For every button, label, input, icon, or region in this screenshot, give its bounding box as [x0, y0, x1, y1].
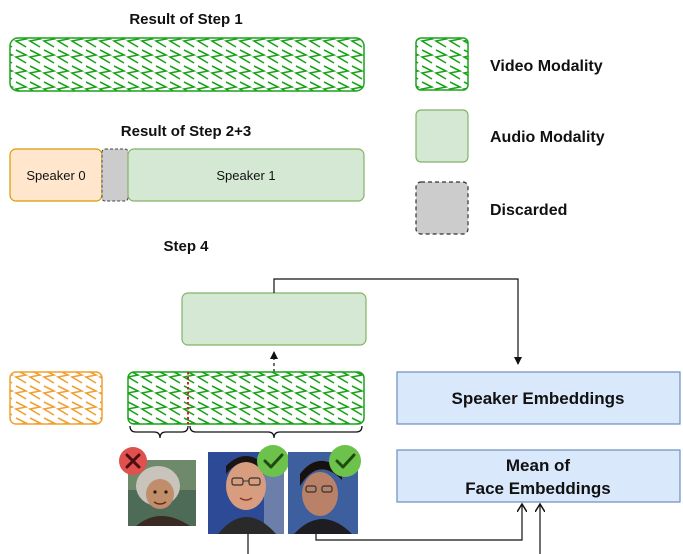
speaker0-label: Speaker 0 — [26, 168, 85, 183]
legend-discarded-swatch — [415, 181, 469, 235]
step23-title: Result of Step 2+3 — [121, 123, 251, 140]
step1-title: Result of Step 1 — [129, 11, 242, 28]
brace-left — [129, 425, 189, 439]
face-embeddings-line2: Face Embeddings — [465, 479, 610, 498]
connector-audio-to-speaker — [273, 278, 522, 365]
legend-discarded-label: Discarded — [490, 202, 567, 219]
face-image-1 — [128, 460, 196, 526]
speaker-embeddings-box — [396, 371, 681, 425]
check-icon — [257, 445, 289, 477]
face-embeddings-box — [396, 449, 681, 503]
other-speaker-video — [9, 371, 103, 425]
cross-icon — [119, 447, 147, 475]
legend-audio-swatch — [415, 109, 469, 163]
brace-right — [189, 425, 363, 439]
step4-title: Step 4 — [163, 238, 209, 255]
step4-audio-box — [181, 292, 367, 346]
speaker1-segment — [127, 148, 365, 202]
connector-face3-to-embed — [315, 504, 522, 541]
check-icon — [329, 445, 361, 477]
speaker1-label: Speaker 1 — [216, 168, 275, 183]
speaker1-video-bar — [127, 371, 365, 425]
face-embeddings-line1: Mean of — [506, 456, 571, 475]
legend-audio-label: Audio Modality — [490, 129, 605, 146]
legend-video-label: Video Modality — [490, 58, 603, 75]
discarded-segment — [101, 148, 129, 202]
step1-video-bar — [9, 37, 365, 92]
legend-video-swatch — [415, 37, 469, 91]
speaker-embeddings-label: Speaker Embeddings — [452, 389, 625, 408]
